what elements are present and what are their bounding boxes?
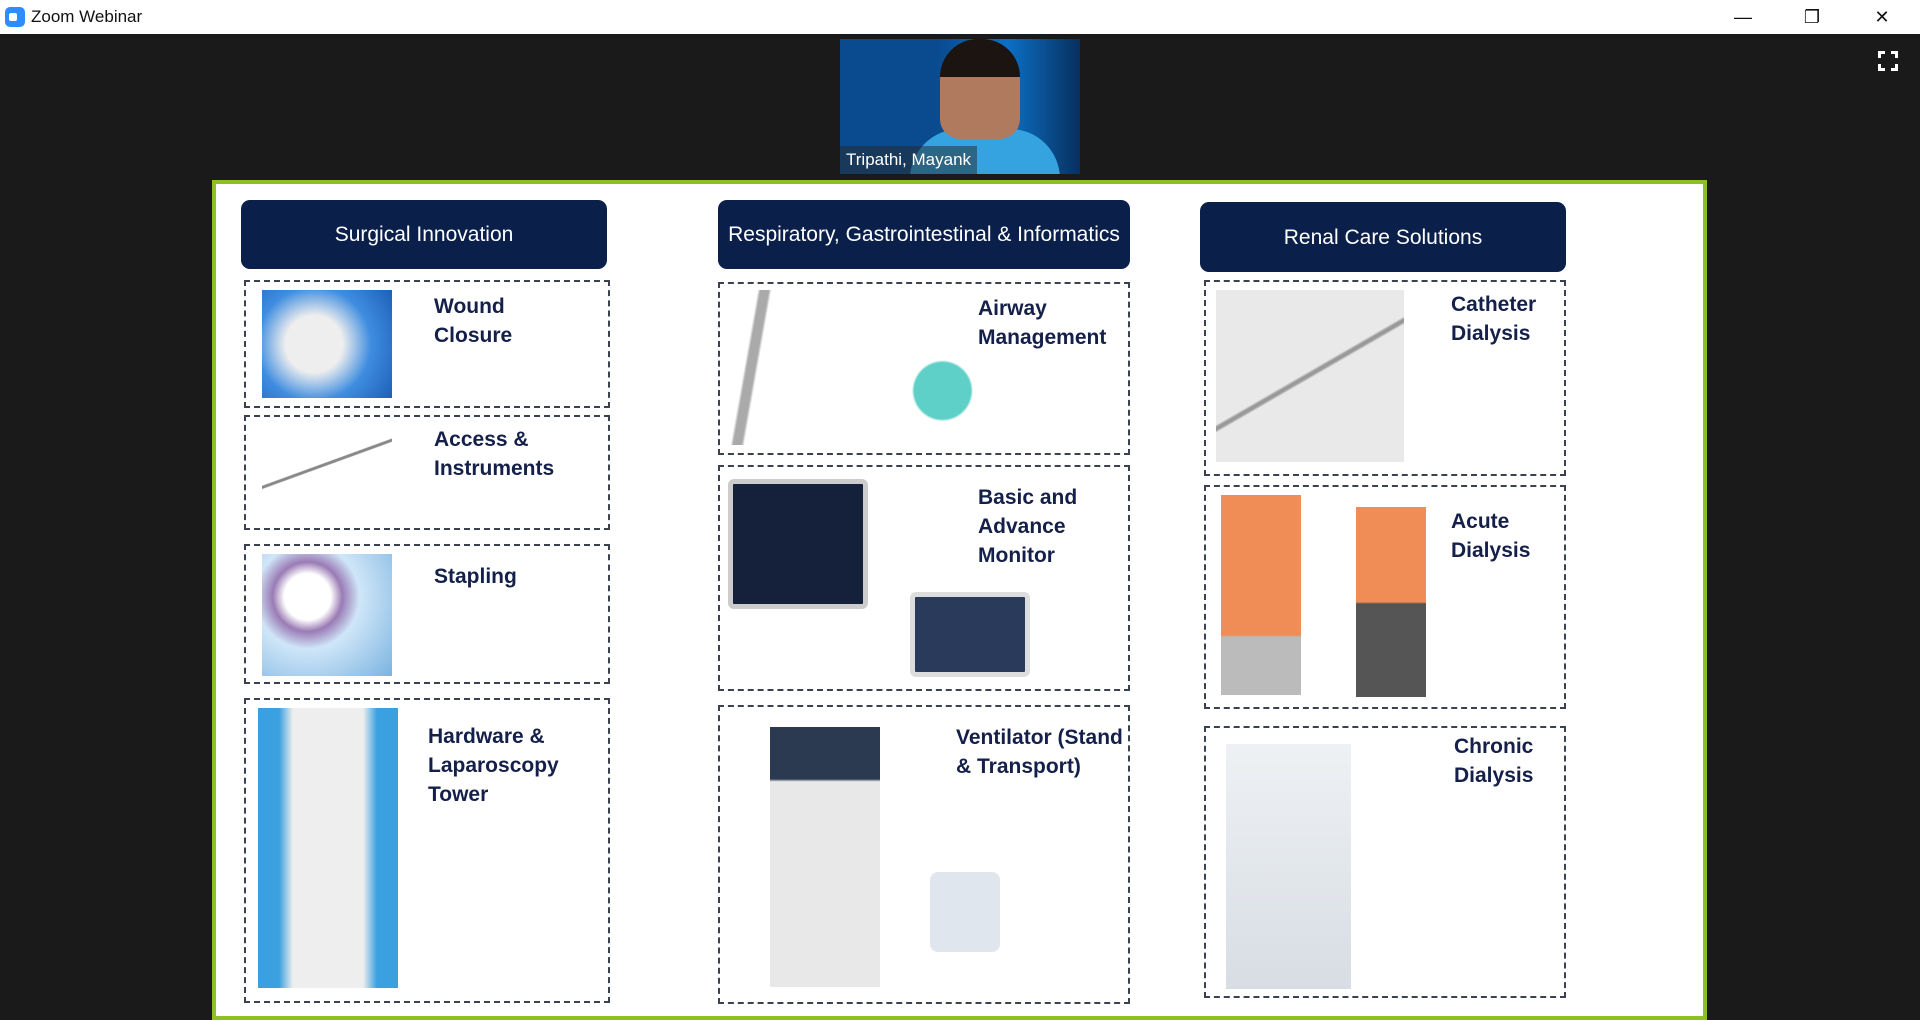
participant-name: Tripathi, Mayank bbox=[840, 146, 978, 174]
product-box-chronic: Chronic Dialysis bbox=[1204, 726, 1566, 998]
product-label: Ventilator (Stand & Transport) bbox=[956, 726, 1123, 778]
product-label: Catheter Dialysis bbox=[1451, 293, 1537, 345]
restore-button[interactable]: ❐ bbox=[1803, 6, 1821, 27]
column-header-surgical: Surgical Innovation bbox=[241, 200, 607, 269]
portable-monitor-image bbox=[910, 592, 1030, 677]
stapler-image bbox=[262, 554, 392, 676]
product-box-stapling: Stapling bbox=[244, 544, 610, 684]
acute-dialysis-machine-2 bbox=[1356, 507, 1426, 697]
ventilator-image bbox=[770, 727, 880, 987]
product-box-access-instruments: Access & Instruments bbox=[244, 415, 610, 530]
product-label: Hardware & Laparoscopy Tower bbox=[428, 725, 559, 806]
product-box-wound-closure: Wound Closure bbox=[244, 280, 610, 408]
fullscreen-icon[interactable] bbox=[1877, 50, 1899, 72]
monitor-image bbox=[728, 479, 868, 609]
minimize-button[interactable]: — bbox=[1734, 6, 1752, 27]
close-button[interactable]: ✕ bbox=[1874, 6, 1890, 27]
transport-ventilator-image bbox=[930, 872, 1000, 952]
product-label: Basic and Advance Monitor bbox=[978, 486, 1078, 567]
zoom-logo-icon bbox=[5, 7, 25, 27]
product-box-acute: Acute Dialysis bbox=[1204, 485, 1566, 709]
product-label: Chronic Dialysis bbox=[1454, 735, 1534, 787]
product-label: Acute Dialysis bbox=[1451, 510, 1531, 562]
shared-slide: Surgical Innovation Wound Closure Access… bbox=[212, 180, 1707, 1020]
chronic-dialysis-image bbox=[1226, 744, 1351, 989]
wound-closure-image bbox=[262, 290, 392, 398]
product-box-ventilator: Ventilator (Stand & Transport) bbox=[718, 705, 1130, 1004]
product-box-airway: Airway Management bbox=[718, 282, 1130, 455]
product-box-laparoscopy-tower: Hardware & Laparoscopy Tower bbox=[244, 698, 610, 1003]
acute-dialysis-machine-1 bbox=[1221, 495, 1301, 695]
product-box-monitor: Basic and Advance Monitor bbox=[718, 465, 1130, 691]
title-bar: Zoom Webinar — ❐ ✕ bbox=[0, 0, 1920, 34]
window-title: Zoom Webinar bbox=[31, 7, 143, 26]
tower-image bbox=[258, 708, 398, 988]
product-label: Access & Instruments bbox=[434, 428, 555, 480]
catheter-image bbox=[1216, 290, 1404, 462]
product-label: Airway Management bbox=[978, 297, 1107, 349]
speaker-video[interactable]: Tripathi, Mayank bbox=[840, 39, 1080, 174]
video-hair bbox=[940, 39, 1020, 77]
product-label: Stapling bbox=[434, 565, 517, 588]
column-header-respiratory: Respiratory, Gastrointestinal & Informat… bbox=[718, 200, 1130, 269]
instrument-image bbox=[262, 437, 392, 497]
airway-image bbox=[730, 290, 980, 445]
product-box-catheter: Catheter Dialysis bbox=[1204, 280, 1566, 476]
column-header-renal: Renal Care Solutions bbox=[1200, 202, 1566, 272]
product-label: Wound Closure bbox=[434, 295, 513, 347]
